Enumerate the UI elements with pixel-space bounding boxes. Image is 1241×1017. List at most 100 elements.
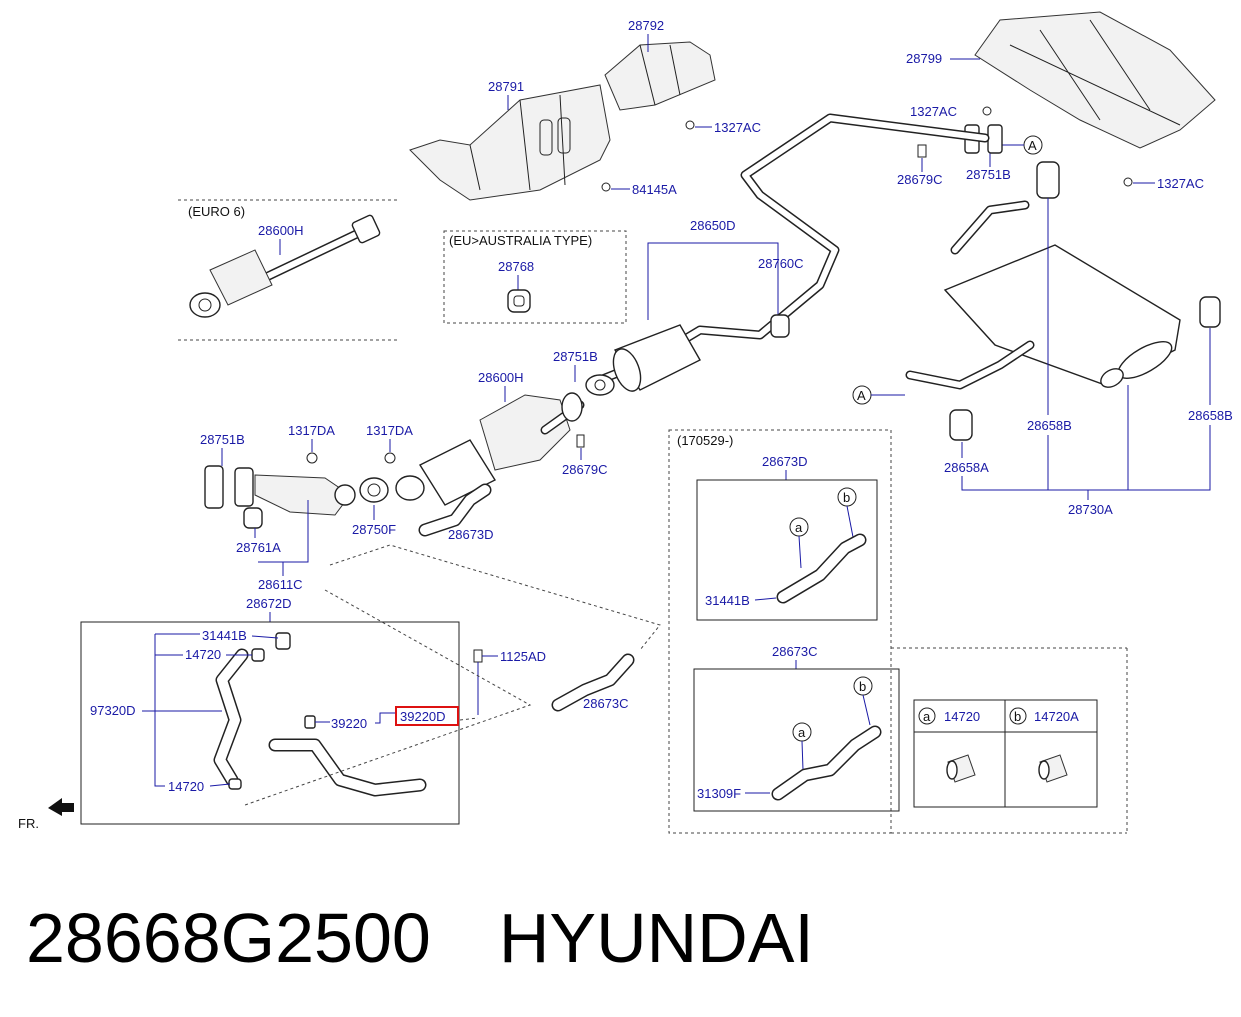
hanger-28760C (770, 314, 790, 338)
label-28650D: 28650D (690, 218, 736, 233)
label-97320D: 97320D (90, 703, 136, 718)
label-28760C: 28760C (758, 256, 804, 271)
label-28658B-right: 28658B (1188, 408, 1233, 423)
part-number: 28668G2500 (26, 899, 431, 977)
label-1327AC-right: 1327AC (910, 104, 957, 119)
nut-1317DA-b (384, 452, 396, 464)
clamp-14720-bottom (228, 778, 242, 790)
label-31309F: 31309F (697, 786, 741, 801)
svg-text:a: a (795, 520, 803, 535)
label-170529: (170529-) (677, 433, 733, 448)
catalytic-converter-euro6 (189, 214, 381, 318)
label-28751B-left: 28751B (200, 432, 245, 447)
eu-australia-box (443, 230, 627, 324)
hanger-28768 (507, 289, 531, 313)
label-1317DA-b: 1317DA (366, 423, 413, 438)
legend-part-14720A: 14720A (1034, 709, 1079, 724)
front-pipe-28611C (204, 465, 356, 516)
reference-circle-a-mid: A (852, 385, 872, 405)
label-28791: 28791 (488, 79, 524, 94)
svg-text:b: b (843, 490, 850, 505)
legend-circle-b: b (1009, 707, 1027, 725)
nut-1317DA-a (306, 452, 318, 464)
nut-84145A (601, 182, 611, 192)
svg-text:b: b (859, 679, 866, 694)
sensor-39220 (304, 715, 316, 729)
label-eu-australia: (EU>AUSTRALIA TYPE) (449, 233, 592, 248)
label-28658A: 28658A (944, 460, 989, 475)
front-direction-arrow-icon (48, 798, 74, 816)
label-28679C-top: 28679C (897, 172, 943, 187)
circle-b-box1: b (837, 487, 857, 507)
label-28672D: 28672D (246, 596, 292, 611)
hose-28673C-mid (551, 653, 635, 712)
muffler-28730A (905, 200, 1181, 390)
label-1327AC-far-right: 1327AC (1157, 176, 1204, 191)
label-31441B-left: 31441B (202, 628, 247, 643)
hose-28673D-mid (418, 483, 492, 537)
label-euro6: (EURO 6) (188, 204, 245, 219)
nut-1327AC-far-right (1123, 177, 1133, 187)
detail-box-28673C (693, 668, 900, 812)
svg-text:b: b (1014, 709, 1021, 724)
nut-1327AC-right-top (982, 106, 992, 116)
heat-shield-28791 (409, 84, 611, 201)
label-28792: 28792 (628, 18, 664, 33)
label-28751B-mid: 28751B (553, 349, 598, 364)
label-14720-top: 14720 (185, 647, 221, 662)
bolt-28679C-mid (576, 434, 585, 448)
fitting-31441B (275, 632, 291, 650)
hanger-28658A (949, 409, 973, 441)
label-1317DA-a: 1317DA (288, 423, 335, 438)
label-28673C-box: 28673C (772, 644, 818, 659)
heat-shield-28799 (974, 11, 1216, 149)
label-28600H-euro6: 28600H (258, 223, 304, 238)
highlight-39220D[interactable] (395, 706, 459, 726)
svg-text:A: A (857, 388, 866, 403)
svg-text:a: a (798, 725, 806, 740)
label-28679C-mid: 28679C (562, 462, 608, 477)
label-31441B-box: 31441B (705, 593, 750, 608)
label-28611C: 28611C (258, 577, 303, 592)
svg-text:a: a (923, 709, 931, 724)
label-39220: 39220 (331, 716, 367, 731)
svg-text:A: A (1028, 138, 1037, 153)
legend-part-14720: 14720 (944, 709, 980, 724)
circle-b-box2: b (853, 676, 873, 696)
hanger-28658B-right (1199, 296, 1221, 328)
label-1125AD: 1125AD (500, 649, 546, 664)
label-28658B-mid: 28658B (1027, 418, 1072, 433)
center-pipe-28650D (595, 113, 990, 392)
gasket-28751B-mid (585, 374, 615, 396)
exhaust-parts-diagram: 28792 28799 28791 1327AC 1327AC 84145A 1… (18, 11, 1233, 834)
bolt-1125AD (473, 649, 483, 663)
hose-28673C-detail (771, 725, 882, 801)
gasket-28750F (359, 477, 389, 503)
label-28673C-mid: 28673C (583, 696, 629, 711)
label-28600H-mid: 28600H (478, 370, 524, 385)
label-28751B-top: 28751B (966, 167, 1011, 182)
nut-1327AC-top (685, 120, 695, 130)
label-28730A: 28730A (1068, 502, 1113, 517)
label-28768: 28768 (498, 259, 534, 274)
label-front: FR. (18, 816, 39, 831)
clamp-14720-top (251, 648, 265, 662)
bolt-28679C-top (917, 144, 927, 158)
label-28799: 28799 (906, 51, 942, 66)
heat-shield-28792 (604, 41, 716, 111)
hanger-28761A (243, 507, 263, 529)
revision-170529-frame (668, 429, 892, 834)
label-84145A: 84145A (632, 182, 677, 197)
circle-a-box2: a (792, 722, 812, 742)
label-28761A: 28761A (236, 540, 281, 555)
label-28673D-mid: 28673D (448, 527, 494, 542)
label-39220D: 39220D (400, 709, 446, 724)
circle-a-box1: a (789, 517, 809, 537)
label-1327AC-top: 1327AC (714, 120, 761, 135)
label-28750F: 28750F (352, 522, 396, 537)
legend-circle-a: a (918, 707, 936, 725)
detail-box-28673D (696, 479, 878, 621)
clamp-14720A-icon (1038, 754, 1068, 783)
label-28673D-box: 28673D (762, 454, 808, 469)
